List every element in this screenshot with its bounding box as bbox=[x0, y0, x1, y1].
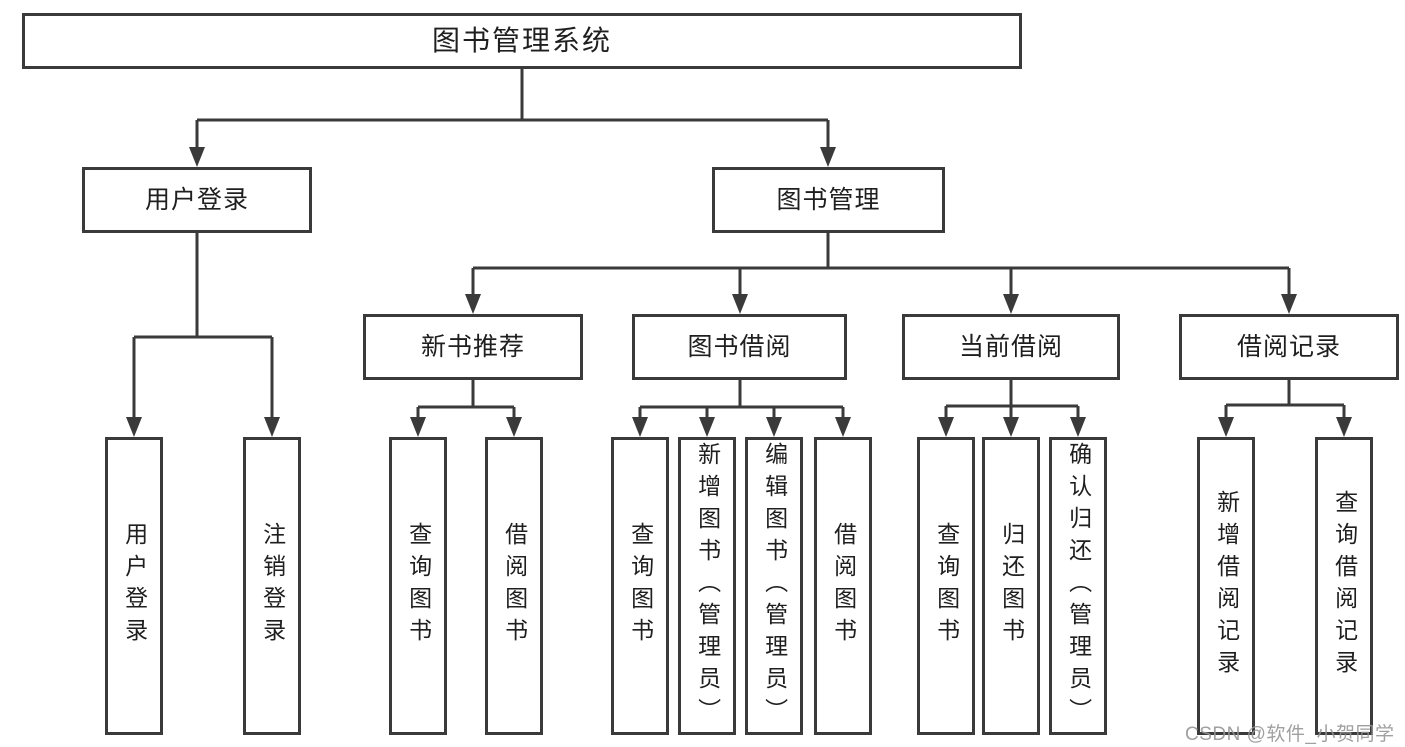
leaf-borrow-books-recommend: 借阅图书 bbox=[485, 437, 543, 735]
node-library-system: 图书管理系统 bbox=[22, 13, 1022, 69]
leaf-label: 注销登录 bbox=[259, 522, 286, 650]
leaf-label: 查询图书 bbox=[627, 522, 654, 650]
node-label: 图书借阅 bbox=[687, 332, 792, 361]
leaf-label: 新增借阅记录 bbox=[1213, 490, 1240, 682]
leaf-logout: 注销登录 bbox=[243, 437, 301, 735]
leaf-query-books-borrow: 查询图书 bbox=[611, 437, 669, 735]
node-book-management: 图书管理 bbox=[712, 167, 945, 233]
leaf-confirm-return-admin: 确认归还（管理员） bbox=[1049, 437, 1107, 735]
node-borrow-record: 借阅记录 bbox=[1179, 314, 1399, 380]
node-label: 图书管理 bbox=[776, 185, 881, 214]
node-label: 图书管理系统 bbox=[431, 25, 612, 56]
node-new-book-recommend: 新书推荐 bbox=[363, 314, 583, 380]
leaf-query-books-recommend: 查询图书 bbox=[389, 437, 447, 735]
leaf-user-login: 用户登录 bbox=[105, 437, 163, 735]
leaf-return-books: 归还图书 bbox=[982, 437, 1040, 735]
leaf-add-books-admin: 新增图书（管理员） bbox=[678, 437, 736, 735]
leaf-label: 新增图书（管理员） bbox=[694, 442, 721, 730]
leaf-label: 查询图书 bbox=[933, 522, 960, 650]
leaf-label: 查询图书 bbox=[405, 522, 432, 650]
node-book-borrow: 图书借阅 bbox=[632, 314, 847, 380]
leaf-edit-books-admin: 编辑图书（管理员） bbox=[745, 437, 803, 735]
node-current-borrow: 当前借阅 bbox=[902, 314, 1120, 380]
leaf-label: 借阅图书 bbox=[501, 522, 528, 650]
leaf-label: 借阅图书 bbox=[830, 522, 857, 650]
node-label: 新书推荐 bbox=[420, 332, 525, 361]
node-label: 借阅记录 bbox=[1236, 332, 1341, 361]
leaf-label: 编辑图书（管理员） bbox=[761, 442, 788, 730]
leaf-label: 确认归还（管理员） bbox=[1065, 442, 1092, 730]
leaf-borrow-books: 借阅图书 bbox=[814, 437, 872, 735]
arrowheads bbox=[126, 147, 1352, 437]
leaf-label: 用户登录 bbox=[121, 522, 148, 650]
leaf-query-books-current: 查询图书 bbox=[917, 437, 975, 735]
leaf-label: 查询借阅记录 bbox=[1331, 490, 1358, 682]
node-user-login-branch: 用户登录 bbox=[82, 167, 312, 233]
leaf-add-borrow-record: 新增借阅记录 bbox=[1197, 437, 1255, 735]
node-label: 用户登录 bbox=[144, 185, 249, 214]
watermark: CSDN @软件_小贺同学 bbox=[1185, 724, 1395, 745]
node-label: 当前借阅 bbox=[958, 332, 1063, 361]
leaf-query-borrow-record: 查询借阅记录 bbox=[1315, 437, 1373, 735]
leaf-label: 归还图书 bbox=[998, 522, 1025, 650]
